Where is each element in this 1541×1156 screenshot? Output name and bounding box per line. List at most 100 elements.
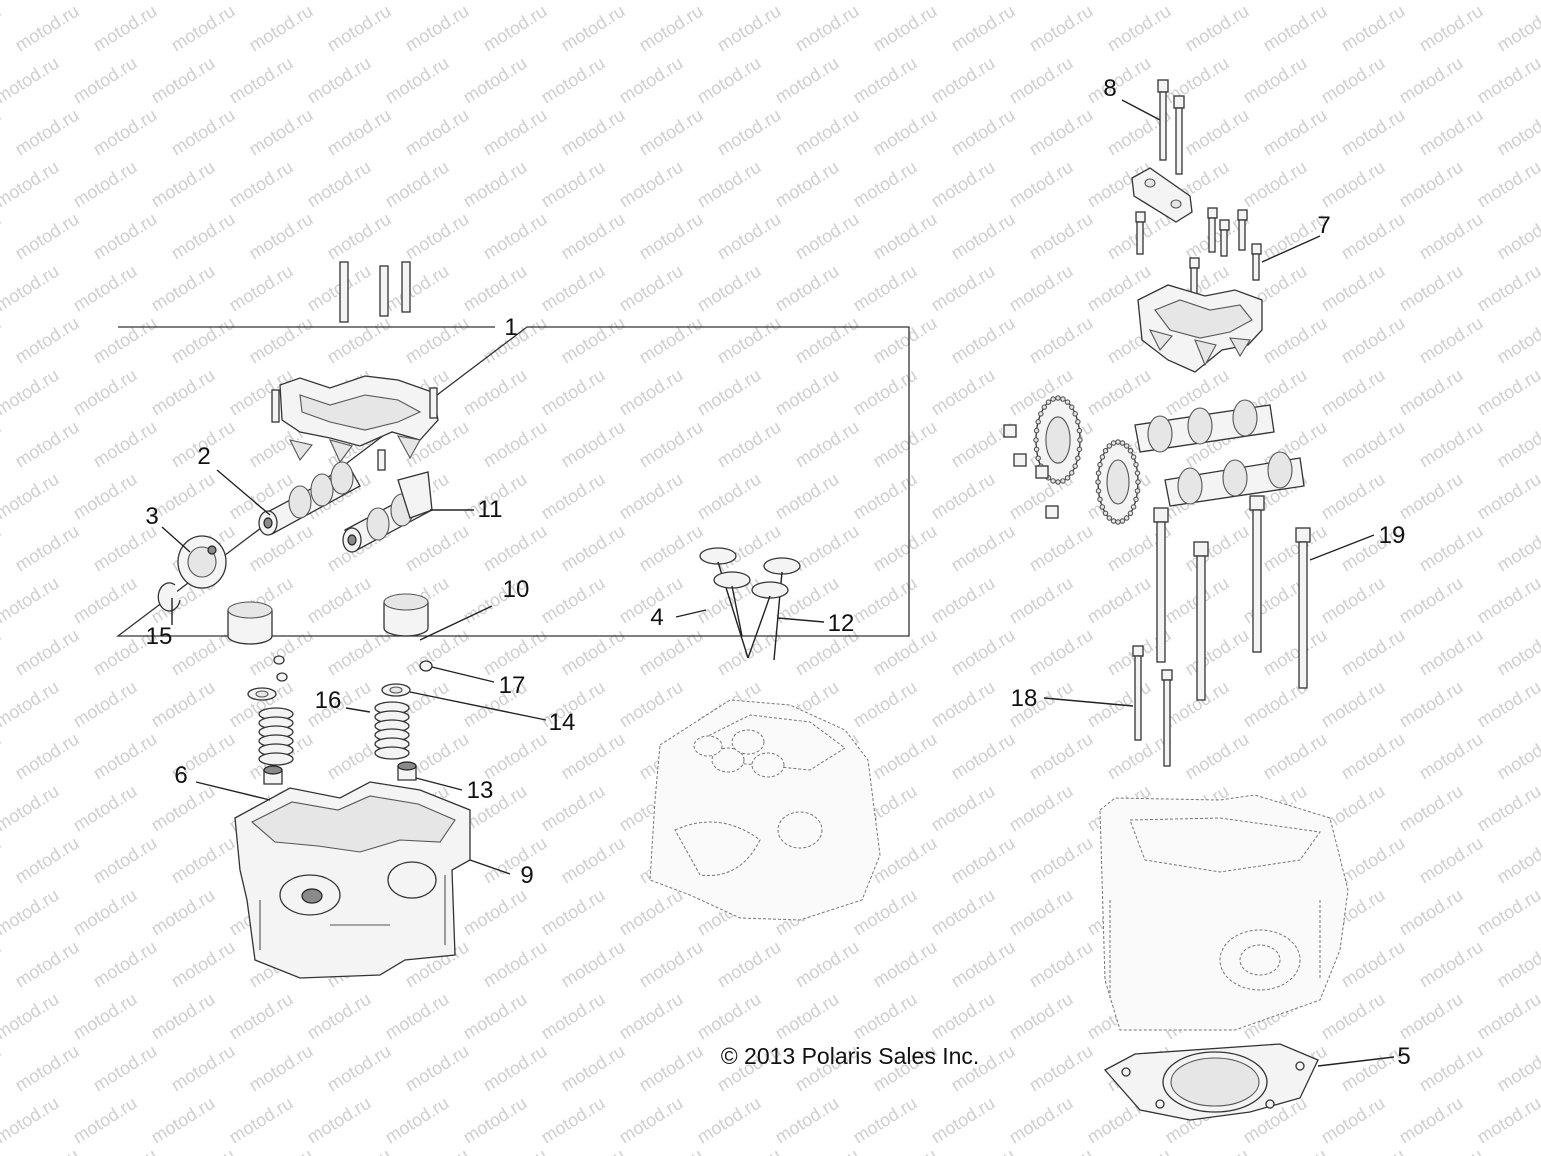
watermark-text: motod.ru xyxy=(1318,469,1389,524)
sprocket-tooth xyxy=(1119,440,1126,446)
watermark-text: motod.ru xyxy=(850,157,921,212)
watermark-text: motod.ru xyxy=(480,1041,551,1096)
watermark-text: motod.ru xyxy=(382,261,453,316)
watermark-text: motod.ru xyxy=(948,625,1019,680)
watermark-text: motod.ru xyxy=(870,209,941,264)
sprocket-tooth xyxy=(1097,461,1103,468)
watermark-text: motod.ru xyxy=(928,1093,999,1148)
watermark-text: motod.ru xyxy=(12,937,83,992)
watermark-text: motod.ru xyxy=(616,157,687,212)
watermark-text: motod.ru xyxy=(1396,261,1467,316)
watermark-text: motod.ru xyxy=(1026,209,1097,264)
watermark-text: motod.ru xyxy=(12,1,83,56)
snap-ring-part xyxy=(157,582,181,612)
leader-lines xyxy=(161,99,1395,1067)
watermark-text: motod.ru xyxy=(226,261,297,316)
watermark-text: motod.ru xyxy=(1026,105,1097,160)
sprocket-tooth xyxy=(1127,447,1134,454)
sprocket-tooth xyxy=(1064,475,1071,481)
watermark-text: motod.ru xyxy=(1494,521,1541,576)
watermark-text: motod.ru xyxy=(772,0,843,3)
watermark-text: motod.ru xyxy=(70,1093,141,1148)
callout-13: 13 xyxy=(467,777,494,804)
sprocket-tooth xyxy=(1035,419,1041,425)
watermark-text: motod.ru xyxy=(1474,469,1541,524)
carrier-bolt-part xyxy=(1135,207,1262,299)
sprocket-tooth xyxy=(1123,443,1130,449)
watermark-text: motod.ru xyxy=(616,365,687,420)
watermark-text: motod.ru xyxy=(850,1093,921,1148)
watermark-text: motod.ru xyxy=(948,937,1019,992)
watermark-text: motod.ru xyxy=(480,1145,551,1156)
watermark-text: motod.ru xyxy=(226,989,297,1044)
watermark-text: motod.ru xyxy=(1494,1145,1541,1156)
watermark-text: motod.ru xyxy=(148,53,219,108)
watermark-text: motod.ru xyxy=(558,833,629,888)
watermark-text: motod.ru xyxy=(90,1145,161,1156)
watermark-text: motod.ru xyxy=(948,209,1019,264)
watermark-text: motod.ru xyxy=(1026,1,1097,56)
watermark-text: motod.ru xyxy=(1026,625,1097,680)
watermark-text: motod.ru xyxy=(70,677,141,732)
watermark-text: motod.ru xyxy=(616,1093,687,1148)
watermark-text: motod.ru xyxy=(928,261,999,316)
watermark-text: motod.ru xyxy=(1494,625,1541,680)
sprocket-tooth xyxy=(1064,399,1071,405)
callout-19: 19 xyxy=(1379,522,1406,549)
callout-10: 10 xyxy=(503,576,530,603)
watermark-text: motod.ru xyxy=(714,1,785,56)
watermark-text: motod.ru xyxy=(1026,1041,1097,1096)
watermark-text: motod.ru xyxy=(1416,521,1487,576)
watermark-text: motod.ru xyxy=(616,261,687,316)
watermark-text: motod.ru xyxy=(558,1145,629,1156)
watermark-text: motod.ru xyxy=(402,1145,473,1156)
watermark-text: motod.ru xyxy=(1240,53,1311,108)
watermark-text: motod.ru xyxy=(1416,313,1487,368)
sprocket-tooth xyxy=(1038,411,1044,417)
chain-guide-block-part xyxy=(1131,167,1193,223)
watermark-text: motod.ru xyxy=(0,521,4,576)
sprocket-tooth xyxy=(1130,504,1137,510)
watermark-text: motod.ru xyxy=(538,365,609,420)
watermark-text: motod.ru xyxy=(948,313,1019,368)
sprocket-tooth xyxy=(1095,479,1101,485)
sprocket-tooth xyxy=(1135,479,1141,485)
watermark-text: motod.ru xyxy=(1260,1,1331,56)
watermark-text: motod.ru xyxy=(1260,105,1331,160)
watermark-text: motod.ru xyxy=(382,989,453,1044)
head-gasket-part xyxy=(1103,1043,1319,1121)
watermark-text: motod.ru xyxy=(70,0,141,3)
watermark-text: motod.ru xyxy=(12,1145,83,1156)
watermark-text: motod.ru xyxy=(694,989,765,1044)
spring-coil xyxy=(374,746,410,760)
watermark-text: motod.ru xyxy=(1396,0,1467,3)
sprocket-tooth xyxy=(1060,478,1066,484)
sprocket-tooth xyxy=(1115,439,1121,445)
watermark-text: motod.ru xyxy=(558,313,629,368)
watermark-text: motod.ru xyxy=(558,417,629,472)
watermark-text: motod.ru xyxy=(1006,885,1077,940)
watermark-text: motod.ru xyxy=(226,0,297,3)
watermark-text: motod.ru xyxy=(246,313,317,368)
watermark-text: motod.ru xyxy=(0,989,62,1044)
watermark-text: motod.ru xyxy=(1006,0,1077,3)
watermark-text: motod.ru xyxy=(772,989,843,1044)
watermark-text: motod.ru xyxy=(304,573,375,628)
callout-labels: 1 2 3 4 5 6 7 8 9 10 11 12 13 14 15 16 1… xyxy=(145,75,1410,1070)
watermark-text: motod.ru xyxy=(460,157,531,212)
watermark-text: motod.ru xyxy=(90,417,161,472)
watermark-text: motod.ru xyxy=(246,1041,317,1096)
watermark-text: motod.ru xyxy=(0,1093,62,1148)
watermark-text: motod.ru xyxy=(1104,1,1175,56)
watermark-text: motod.ru xyxy=(928,53,999,108)
watermark-text: motod.ru xyxy=(168,937,239,992)
sprocket-tooth xyxy=(1110,440,1117,446)
watermark-text: motod.ru xyxy=(1084,365,1155,420)
cylinder-head-phantom-part xyxy=(649,699,881,921)
copyright-notice: © 2013 Polaris Sales Inc. xyxy=(721,1043,980,1069)
watermark-text: motod.ru xyxy=(1396,1093,1467,1148)
sprocket-tooth xyxy=(1075,455,1081,461)
watermark-text: motod.ru xyxy=(850,261,921,316)
watermark-text: motod.ru xyxy=(616,677,687,732)
watermark-text: motod.ru xyxy=(12,417,83,472)
